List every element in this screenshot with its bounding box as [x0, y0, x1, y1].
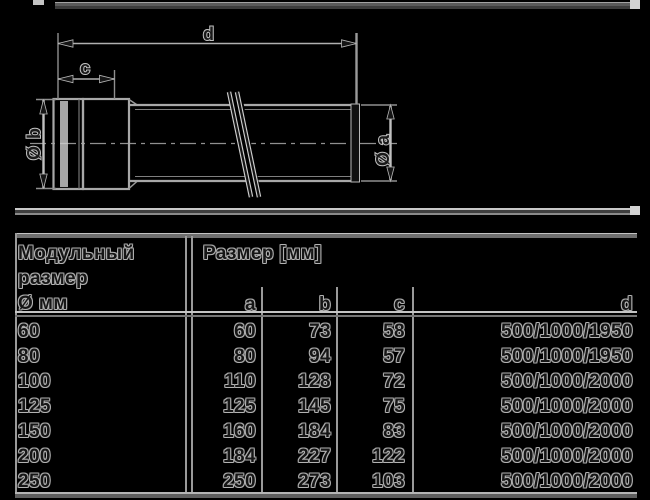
table-header-size-mm: Размер [мм]	[203, 243, 322, 264]
cell-c: 122	[372, 446, 405, 467]
top-rule-stub	[33, 0, 44, 5]
pipe-dimension-diagram: d c Ø b Ø a	[23, 23, 397, 199]
cell-b: 73	[309, 321, 331, 342]
dim-a: Ø a	[361, 103, 397, 183]
section-divider-rule	[15, 208, 632, 215]
top-rule-end-cap	[630, 0, 640, 9]
socket-band	[60, 101, 68, 187]
column-header-b: b	[318, 294, 331, 315]
cell-b: 184	[298, 421, 331, 442]
cell-c: 57	[383, 346, 405, 367]
cell-diameter: 100	[18, 371, 51, 392]
cell-diameter: 150	[18, 421, 51, 442]
cell-a: 60	[234, 321, 256, 342]
cell-c: 83	[383, 421, 405, 442]
cell-d: 500/1000/2000	[501, 446, 633, 467]
header-bottom-rule	[15, 311, 637, 313]
column-line-c	[412, 287, 414, 492]
table-row: 80 80 94 57 500/1000/1950	[0, 344, 650, 369]
header-bottom-rule	[15, 315, 637, 317]
table-column-separator	[185, 236, 187, 492]
cell-diameter: 125	[18, 396, 51, 417]
cell-c: 58	[383, 321, 405, 342]
table-column-separator	[191, 236, 193, 492]
cell-d: 500/1000/2000	[501, 396, 633, 417]
dim-c: c	[57, 57, 116, 99]
cell-a: 160	[223, 421, 256, 442]
table-row: 250 250 273 103 500/1000/2000	[0, 469, 650, 494]
cell-diameter: 60	[18, 321, 40, 342]
socket-collar	[81, 97, 131, 191]
column-header-d: d	[620, 294, 633, 315]
cell-a: 110	[224, 371, 256, 392]
pipe-end-cap	[350, 103, 360, 183]
cell-a: 184	[223, 446, 256, 467]
cell-diameter: 250	[18, 471, 51, 492]
header-line: размер	[18, 268, 89, 289]
table-bottom-border	[15, 492, 637, 498]
dimension-label-dia-b: Ø b	[24, 127, 44, 160]
cell-a: 80	[234, 346, 256, 367]
dim-b: Ø b	[23, 98, 56, 190]
cell-b: 227	[298, 446, 331, 467]
top-rule	[55, 2, 632, 9]
cell-b: 273	[298, 471, 331, 492]
cell-c: 72	[383, 371, 405, 392]
dimension-label-c: c	[80, 58, 91, 78]
cell-a: 125	[223, 396, 256, 417]
break-lines	[226, 90, 262, 199]
cell-d: 500/1000/2000	[501, 421, 633, 442]
column-line-a	[261, 287, 263, 492]
table-row: 60 60 73 58 500/1000/1950	[0, 319, 650, 344]
column-line-b	[336, 287, 338, 492]
header-line: Ø мм	[18, 293, 68, 314]
table-header-module-size: Модульный размер Ø мм	[18, 241, 135, 316]
cell-diameter: 80	[18, 346, 40, 367]
subheader-row: a b c d	[0, 292, 650, 317]
cell-d: 500/1000/1950	[501, 321, 633, 342]
header-line: Модульный	[18, 243, 135, 264]
cell-d: 500/1000/2000	[501, 371, 633, 392]
cell-b: 94	[309, 346, 331, 367]
dimension-label-d: d	[203, 24, 215, 44]
cell-c: 103	[372, 471, 405, 492]
column-header-a: a	[245, 294, 256, 315]
section-divider-end-cap	[630, 206, 640, 215]
dim-d: d	[57, 23, 358, 104]
cell-diameter: 200	[18, 446, 51, 467]
table-row: 200 184 227 122 500/1000/2000	[0, 444, 650, 469]
cell-d: 500/1000/1950	[501, 346, 633, 367]
cell-a: 250	[223, 471, 256, 492]
table-row: 100 110 128 72 500/1000/2000	[0, 369, 650, 394]
cell-b: 128	[298, 371, 331, 392]
table-left-border	[15, 233, 17, 497]
column-header-c: c	[394, 294, 405, 315]
pipe-outline	[52, 97, 360, 191]
table-row: 125 125 145 75 500/1000/2000	[0, 394, 650, 419]
cell-c: 75	[383, 396, 405, 417]
table-top-border	[15, 233, 637, 238]
dimension-label-dia-a: Ø a	[373, 134, 393, 166]
table-row: 150 160 184 83 500/1000/2000	[0, 419, 650, 444]
cell-b: 145	[298, 396, 331, 417]
cell-d: 500/1000/2000	[501, 471, 633, 492]
